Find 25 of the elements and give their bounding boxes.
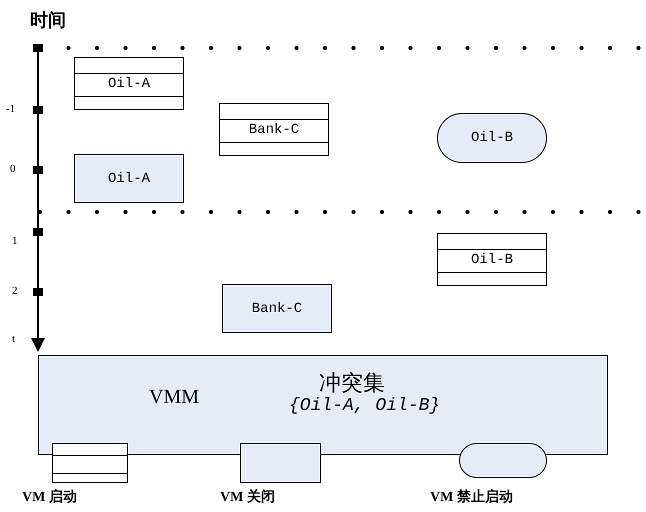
conflict-set: {Oil-A, Oil-B} bbox=[289, 396, 440, 416]
vm-shutdown-block bbox=[222, 284, 332, 333]
vm-blocked-pill bbox=[437, 113, 547, 163]
vm-start-block bbox=[437, 233, 547, 286]
tick-label: -1 bbox=[6, 103, 16, 115]
block-label: Oil-A bbox=[108, 170, 150, 186]
legend-label: VM 禁止启动 bbox=[430, 488, 513, 506]
axis-title: 时间 bbox=[30, 9, 66, 32]
vm-shutdown-block bbox=[74, 154, 184, 203]
vm-start-block bbox=[74, 57, 184, 110]
block-label: Bank-C bbox=[248, 122, 300, 138]
block-label: Oil-B bbox=[470, 130, 513, 146]
tick-label: 0 bbox=[10, 163, 16, 175]
block-label: Bank-C bbox=[252, 300, 302, 316]
tick-label: t bbox=[12, 333, 16, 345]
legend-label: VM 启动 bbox=[22, 488, 77, 506]
block-label: Oil-A bbox=[108, 76, 150, 92]
block-label: Oil-B bbox=[470, 252, 513, 268]
tick-label: 2 bbox=[12, 285, 18, 297]
hypervisor-panel bbox=[38, 355, 608, 455]
vm-start-block bbox=[219, 103, 329, 156]
tick-label: 1 bbox=[12, 235, 18, 247]
hypervisor-label: VMM bbox=[149, 386, 200, 409]
set-title: 冲突集 bbox=[319, 369, 385, 397]
legend-label: VM 关闭 bbox=[220, 488, 275, 506]
